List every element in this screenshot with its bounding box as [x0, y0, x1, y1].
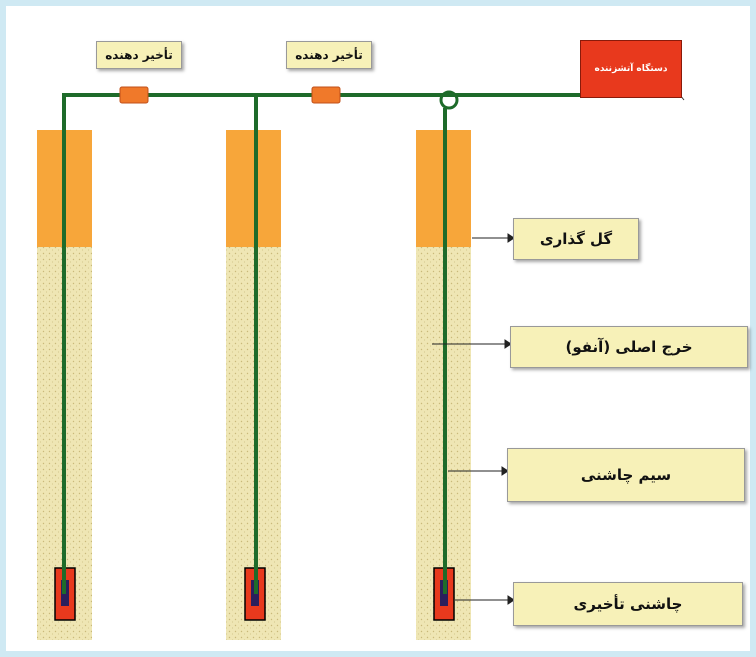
- stemming-2: [226, 130, 281, 247]
- label-arrows: [432, 233, 515, 605]
- arrow-charge-head: [504, 339, 512, 349]
- arrow-detonator-head: [507, 595, 515, 605]
- label-stemming: گل گذاری: [513, 218, 639, 260]
- delay-connector-left: [119, 86, 149, 104]
- delay-connector-right: [311, 86, 341, 104]
- wire-loop: [439, 90, 459, 110]
- blasting-machine: دستگاه آتشزننده: [580, 40, 682, 98]
- detonating-wires: [62, 90, 582, 594]
- label-detonating-cord: سیم چاشنی: [507, 448, 745, 502]
- label-delay-detonator: چاشنی تأخیری: [513, 582, 743, 626]
- arrow-wire-head: [501, 466, 509, 476]
- delay-label-left: تأخیر دهنده: [96, 41, 182, 69]
- borehole-2: [226, 130, 281, 640]
- arrow-stemming-head: [507, 233, 515, 243]
- label-main-charge: خرج اصلی (آنفو): [510, 326, 748, 368]
- delay-label-right: تأخیر دهنده: [286, 41, 372, 69]
